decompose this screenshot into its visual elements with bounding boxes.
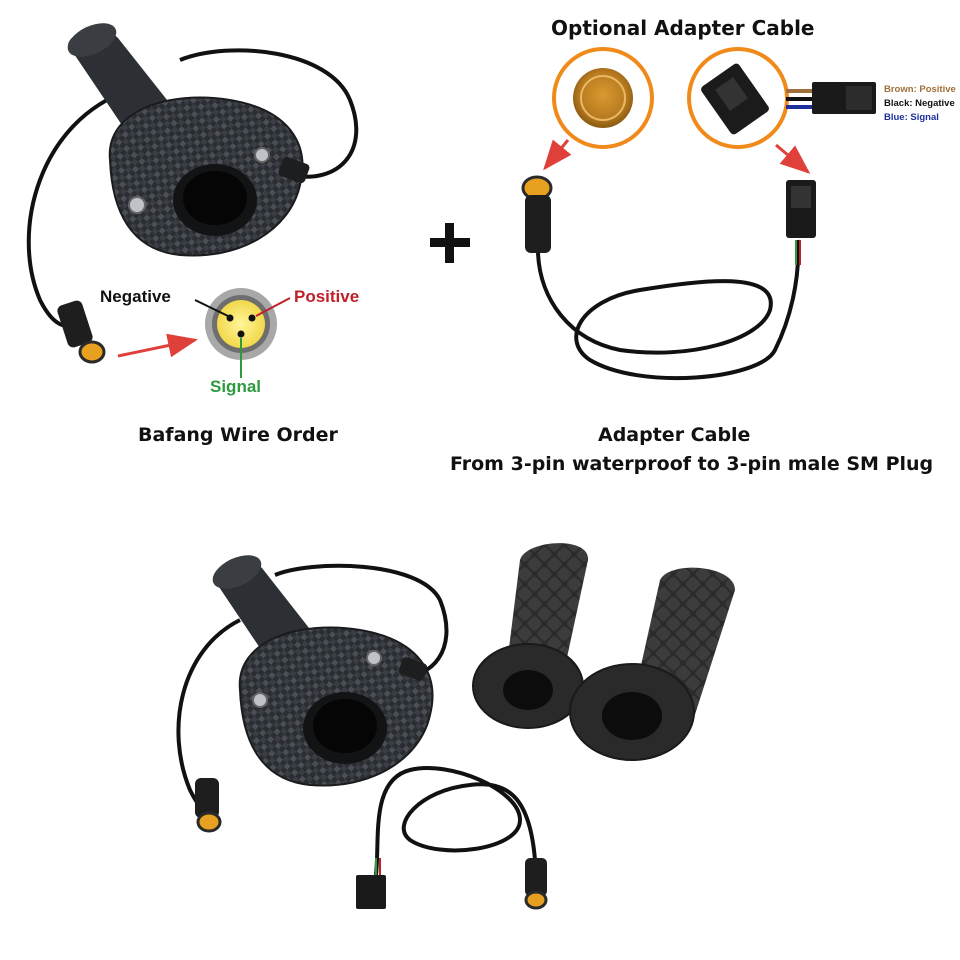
throttle-bottom xyxy=(176,555,449,833)
pin-label-negative: Negative xyxy=(100,287,171,306)
pin-order-diagram xyxy=(194,288,291,378)
legend-black: Black: Negative xyxy=(884,98,955,109)
handlebar-grips xyxy=(472,543,735,761)
pin-label-signal: Signal xyxy=(210,377,262,396)
legend-blue: Blue: Signal xyxy=(884,112,939,123)
plus-sign xyxy=(430,223,470,263)
adapter-caption-line2: From 3-pin waterproof to 3-pin male SM P… xyxy=(450,453,934,475)
adapter-cable xyxy=(521,175,816,381)
legend-brown: Brown: Positive xyxy=(884,84,956,95)
throttle-top xyxy=(26,23,359,364)
adapter-title: Optional Adapter Cable xyxy=(551,16,815,40)
pin-label-positive: Positive xyxy=(294,287,360,306)
adapter-zoom-female xyxy=(552,47,654,149)
bafang-caption: Bafang Wire Order xyxy=(138,424,338,446)
adapter-caption-line1: Adapter Cable xyxy=(598,424,751,446)
wire-color-legend: Brown: Positive Black: Negative Blue: Si… xyxy=(884,83,956,125)
adapter-cable-bottom xyxy=(356,766,548,910)
adapter-zoom-male-sm xyxy=(687,47,876,149)
